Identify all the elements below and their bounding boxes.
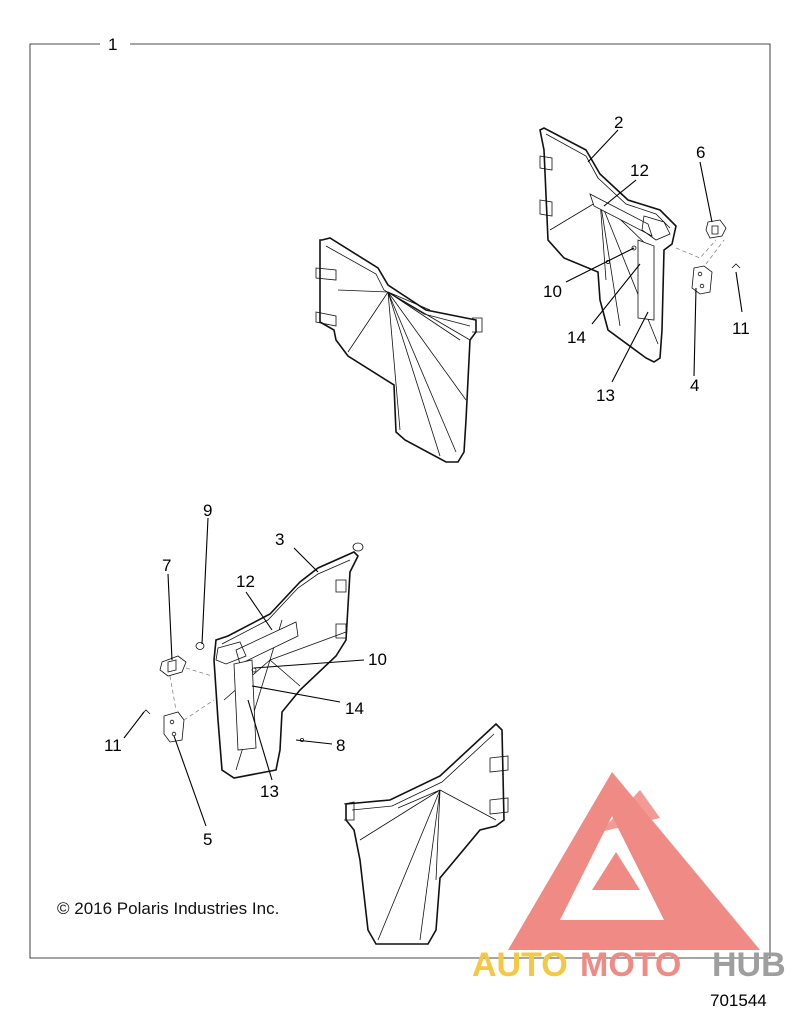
- cap-9: [195, 642, 205, 650]
- assembly-guide-lower: [169, 667, 215, 721]
- callout-3: 3: [275, 530, 284, 549]
- latch-upper: [705, 219, 727, 239]
- watermark-text-auto: AUTO: [472, 946, 568, 984]
- callout-13-upper: 13: [596, 386, 615, 405]
- watermark-text-hub: HUB: [712, 946, 786, 984]
- callout-10-upper: 10: [543, 282, 562, 301]
- callout-1: 1: [108, 35, 117, 54]
- hinge-upper: [691, 265, 713, 295]
- copyright-text: © 2016 Polaris Industries Inc.: [57, 899, 279, 918]
- assembly-frame: [29, 43, 771, 959]
- leader-lines: [123, 129, 743, 827]
- callout-13-lower: 13: [260, 782, 279, 801]
- callout-14-lower: 14: [345, 699, 364, 718]
- hinge-lower: [163, 711, 185, 743]
- watermark-text-moto: MOTO: [580, 946, 681, 984]
- callout-12-upper: 12: [630, 161, 649, 180]
- callout-11-lower: 11: [104, 736, 122, 755]
- callout-7: 7: [162, 556, 171, 575]
- callout-2: 2: [614, 113, 623, 132]
- callout-4: 4: [690, 376, 699, 395]
- document-number: 701544: [710, 991, 767, 1010]
- door-frame-upper-right: [539, 127, 677, 363]
- callout-5: 5: [203, 830, 212, 849]
- callout-14-upper: 14: [567, 328, 586, 347]
- callout-10-lower: 10: [368, 650, 387, 669]
- assembly-guide-upper: [675, 239, 725, 265]
- callout-11-upper: 11: [732, 319, 750, 338]
- callout-12-lower: 12: [236, 572, 255, 591]
- latch-lower: [159, 655, 187, 677]
- callout-8: 8: [336, 736, 345, 755]
- callout-6: 6: [696, 143, 705, 162]
- watermark-logo: [508, 772, 760, 950]
- callout-9: 9: [203, 501, 212, 520]
- pin-upper: [731, 263, 741, 269]
- door-frame-lower-left: [213, 542, 364, 779]
- door-panel-upper-left: [315, 237, 483, 463]
- door-panel-lower-right: [343, 722, 509, 945]
